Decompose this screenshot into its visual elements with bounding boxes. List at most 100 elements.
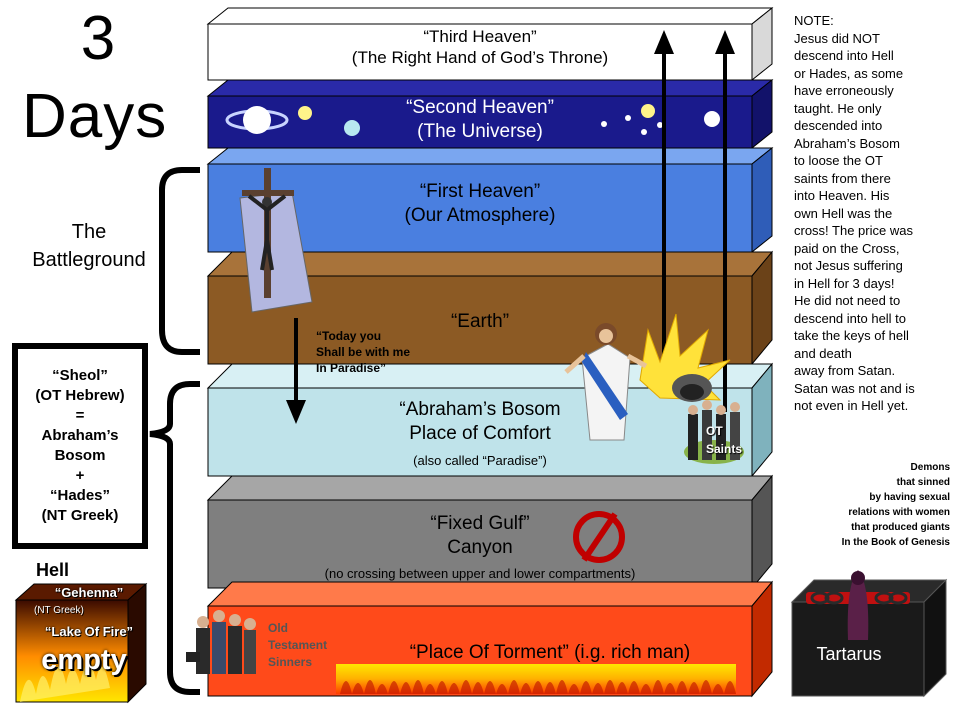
today-quote: “Today you Shall be with me In Paradise” bbox=[316, 328, 410, 376]
sheol-line: Bosom bbox=[54, 447, 106, 464]
battleground-bracket bbox=[159, 167, 200, 355]
note-line: have erroneously bbox=[794, 83, 894, 98]
first-heaven-title: “First Heaven” bbox=[419, 181, 541, 202]
ot-saints-line: Saints bbox=[706, 442, 743, 456]
third-heaven-label: “Third Heaven” (The Right Hand of God’s … bbox=[210, 26, 750, 69]
note-line: Satan was not and is bbox=[794, 380, 915, 396]
note-line: not even in Hell yet. bbox=[794, 398, 909, 413]
note-line: descended into bbox=[794, 118, 883, 133]
sheol-line: “Sheol” bbox=[52, 367, 108, 384]
abrahams-bosom-title: “Abraham’s Bosom bbox=[399, 399, 561, 420]
note-line: cross! The price was bbox=[794, 223, 913, 238]
earth-label: “Earth” bbox=[450, 311, 510, 332]
layer-abrahams-bosom bbox=[206, 362, 774, 478]
note-line: own Hell was the bbox=[794, 205, 893, 221]
sheol-box: “Sheol” (OT Hebrew) = Abraham’s Bosom + … bbox=[12, 343, 148, 549]
today-quote-line: “Today you bbox=[316, 329, 382, 343]
hell-lake-of-fire: “Lake Of Fire” bbox=[44, 624, 134, 639]
note-line: or Hades, as some bbox=[794, 65, 904, 81]
ascension-arrow-right bbox=[715, 30, 735, 412]
sheol-line: (NT Greek) bbox=[41, 507, 119, 524]
ot-sinners-line: Sinners bbox=[268, 655, 313, 669]
ascension-arrow-left bbox=[654, 30, 674, 382]
note-line: paid on the Cross, bbox=[794, 240, 900, 256]
fixed-gulf-subtitle: Canyon bbox=[447, 536, 513, 558]
layer-fixed-gulf bbox=[206, 474, 774, 590]
layer-second-heaven bbox=[206, 78, 774, 150]
second-heaven-title: “Second Heaven” bbox=[406, 97, 554, 118]
note-line: descend into Hell bbox=[794, 48, 894, 63]
third-heaven-title: “Third Heaven” bbox=[423, 27, 537, 46]
today-quote-line: In Paradise” bbox=[316, 361, 387, 375]
note-line: to loose the OT bbox=[794, 153, 883, 168]
empty-tomb-icon bbox=[639, 313, 731, 402]
people-group-icon bbox=[684, 400, 744, 464]
days-word: Days bbox=[22, 82, 168, 151]
hell-title: Hell bbox=[36, 560, 70, 580]
hell-nt-greek: (NT Greek) bbox=[34, 605, 84, 616]
battleground-line: Battleground bbox=[32, 249, 146, 271]
abrahams-bosom-label: “Abraham’s Bosom Place of Comfort bbox=[300, 398, 660, 446]
ot-sinners-line: Old bbox=[268, 621, 288, 635]
note-line: Abraham’s Bosom bbox=[794, 135, 900, 151]
layer-torment bbox=[206, 580, 774, 698]
note-line: and death bbox=[794, 345, 852, 361]
demons-line: that sinned bbox=[896, 477, 950, 488]
abrahams-bosom-note: (also called “Paradise”) bbox=[413, 453, 547, 468]
prohibited-icon bbox=[573, 511, 625, 563]
hell-gehenna: “Gehenna” bbox=[54, 585, 124, 600]
days-number: 3 bbox=[80, 4, 116, 73]
sheol-line: = bbox=[75, 407, 85, 424]
abrahams-bosom-subtitle: Place of Comfort bbox=[409, 422, 551, 444]
note-line: in Hell for 3 days! bbox=[794, 275, 895, 291]
demons-line: Demons bbox=[910, 462, 950, 473]
note-line: take the keys of hell bbox=[794, 328, 909, 343]
note-line: not Jesus suffering bbox=[794, 258, 903, 273]
note-line: taught. He only bbox=[794, 100, 882, 116]
note-line: He did not need to bbox=[794, 293, 901, 308]
sheol-line: Abraham’s bbox=[41, 427, 119, 444]
hell-empty: empty bbox=[41, 644, 127, 676]
second-heaven-label: “Second Heaven” (The Universe) bbox=[210, 96, 750, 144]
chained-demon-icon bbox=[806, 570, 910, 640]
third-heaven-subtitle: (The Right Hand of God’s Throne) bbox=[351, 48, 609, 68]
second-heaven-subtitle: (The Universe) bbox=[417, 120, 543, 142]
tartarus-label: Tartarus bbox=[816, 644, 882, 664]
note-line: saints from there bbox=[794, 170, 891, 186]
demons-text: Demons that sinned by having sexual rela… bbox=[780, 460, 950, 550]
note-line: away from Satan. bbox=[794, 363, 896, 378]
flames-icon bbox=[20, 663, 110, 702]
demons-line: In the Book of Genesis bbox=[841, 537, 950, 548]
planet-icon bbox=[225, 104, 720, 136]
note-text: NOTE: Jesus did NOT descend into Hell or… bbox=[794, 12, 959, 415]
demons-line: that produced giants bbox=[851, 522, 950, 533]
sheol-bracket bbox=[149, 381, 200, 695]
sheol-line: + bbox=[75, 467, 85, 484]
battleground-line: The bbox=[71, 221, 107, 243]
note-line: Jesus did NOT bbox=[794, 30, 880, 46]
demons-line: by having sexual bbox=[869, 492, 950, 503]
torment-label: “Place Of Torment” (i.g. rich man) bbox=[409, 642, 691, 663]
descent-arrow bbox=[286, 318, 306, 424]
ot-saints-line: OT bbox=[706, 424, 723, 438]
today-quote-line: Shall be with me bbox=[316, 345, 411, 359]
battleground-label: The Battleground bbox=[18, 218, 160, 274]
jesus-figure-icon bbox=[564, 323, 648, 441]
fixed-gulf-title: “Fixed Gulf” bbox=[430, 513, 530, 534]
demons-line: relations with women bbox=[848, 507, 950, 518]
note-line: into Heaven. His bbox=[794, 188, 890, 203]
hell-box bbox=[14, 582, 148, 704]
crucifix-icon bbox=[239, 168, 313, 313]
note-line: NOTE: bbox=[794, 13, 834, 28]
first-heaven-subtitle: (Our Atmosphere) bbox=[404, 204, 556, 226]
first-heaven-label: “First Heaven” (Our Atmosphere) bbox=[210, 180, 750, 228]
ot-sinners-label: Old Testament Sinners bbox=[268, 620, 327, 671]
note-line: descend into hell to bbox=[794, 310, 907, 326]
ot-saints-label: OT Saints bbox=[706, 422, 742, 458]
layer-first-heaven bbox=[206, 146, 774, 254]
fixed-gulf-label: “Fixed Gulf” Canyon bbox=[300, 512, 660, 560]
sheol-line: “Hades” bbox=[49, 487, 111, 504]
people-group-icon bbox=[186, 610, 256, 674]
sheol-line: (OT Hebrew) bbox=[35, 387, 125, 404]
